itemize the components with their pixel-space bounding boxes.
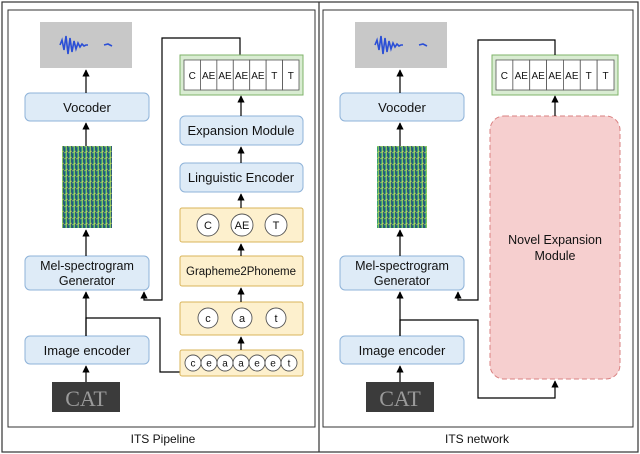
output-token-right-label: C: [501, 71, 508, 82]
vocoder-box-right: [339, 92, 465, 122]
mel-generator-label-right-2: Generator: [374, 274, 430, 288]
vocoder-label-left: Vocoder: [63, 100, 111, 115]
spectrogram-right: [377, 146, 427, 228]
grapheme-label: a: [239, 313, 246, 325]
image-encoder-box-right: [339, 335, 465, 365]
image-encoder-box-left: [24, 335, 150, 365]
output-token-left-label: T: [288, 71, 294, 82]
output-token-left-label: T: [271, 71, 277, 82]
grapheme-circle: [265, 307, 287, 329]
right-caption: ITS network: [445, 432, 510, 446]
phoneme-label: AE: [235, 220, 250, 232]
vocoder-box-left: [24, 92, 150, 122]
raw-grapheme-label: e: [206, 359, 212, 370]
left-panel-border: [7, 9, 316, 428]
output-token-left-label: C: [189, 71, 196, 82]
output-token-right-cell: [596, 59, 615, 91]
output-token-left-label: AE: [202, 71, 216, 82]
raw-grapheme-label: c: [191, 359, 196, 370]
novel-expansion-label-2: Module: [535, 249, 576, 263]
left-caption: ITS Pipeline: [131, 432, 196, 446]
phoneme-circle: [230, 213, 254, 237]
linguistic-encoder-label: Linguistic Encoder: [188, 170, 295, 185]
grapheme-circle: [231, 307, 253, 329]
raw-grapheme-label: a: [238, 359, 244, 370]
g2p-label: Grapheme2Phoneme: [186, 266, 296, 278]
output-token-left-cell: [282, 59, 300, 91]
output-token-right-label: AE: [565, 71, 579, 82]
image-encoder-label-left: Image encoder: [44, 343, 131, 358]
output-token-right-label: AE: [531, 71, 545, 82]
novel-expansion-label-1: Novel Expansion: [508, 233, 602, 247]
mel-generator-box-left: [24, 255, 150, 291]
phoneme-label: T: [273, 220, 280, 232]
right-panel-border: [322, 9, 634, 428]
raw-grapheme-label: t: [288, 359, 291, 370]
novel-expansion-module-box: [489, 115, 621, 380]
waveform-output-left: [40, 22, 132, 68]
output-token-right-label: T: [586, 71, 592, 82]
vocoder-label-right: Vocoder: [378, 100, 426, 115]
image-encoder-label-right: Image encoder: [359, 343, 446, 358]
raw-grapheme-label: e: [270, 359, 276, 370]
phoneme-label: C: [204, 220, 212, 232]
output-token-right-label: AE: [515, 71, 529, 82]
expansion-module-label: Expansion Module: [188, 123, 295, 138]
raw-grapheme-label: a: [222, 359, 228, 370]
grapheme-circle: [197, 307, 219, 329]
cat-image-text-right: CAT: [379, 386, 421, 411]
mel-generator-box-right: [339, 255, 465, 291]
waveform-output-right: [355, 22, 447, 68]
grapheme-label: t: [274, 313, 277, 325]
phoneme-circle: [196, 213, 220, 237]
output-token-right-label: AE: [548, 71, 562, 82]
output-token-left-label: AE: [251, 71, 265, 82]
spectrogram-left: [62, 146, 112, 228]
mel-generator-label-left-1: Mel-spectrogram: [40, 259, 134, 273]
cat-image-right: [366, 382, 434, 412]
output-token-right-label: T: [603, 71, 609, 82]
mel-generator-label-left-2: Generator: [59, 274, 115, 288]
cat-image-text-left: CAT: [65, 386, 107, 411]
raw-grapheme-circle: [280, 354, 298, 372]
output-token-left-label: AE: [218, 71, 232, 82]
raw-grapheme-label: e: [254, 359, 260, 370]
cat-image-left: [52, 382, 120, 412]
mel-generator-label-right-1: Mel-spectrogram: [355, 259, 449, 273]
grapheme-label: c: [205, 313, 211, 325]
output-token-left-label: AE: [235, 71, 249, 82]
phoneme-circles: C AE T: [196, 213, 288, 237]
phoneme-circle: [264, 213, 288, 237]
